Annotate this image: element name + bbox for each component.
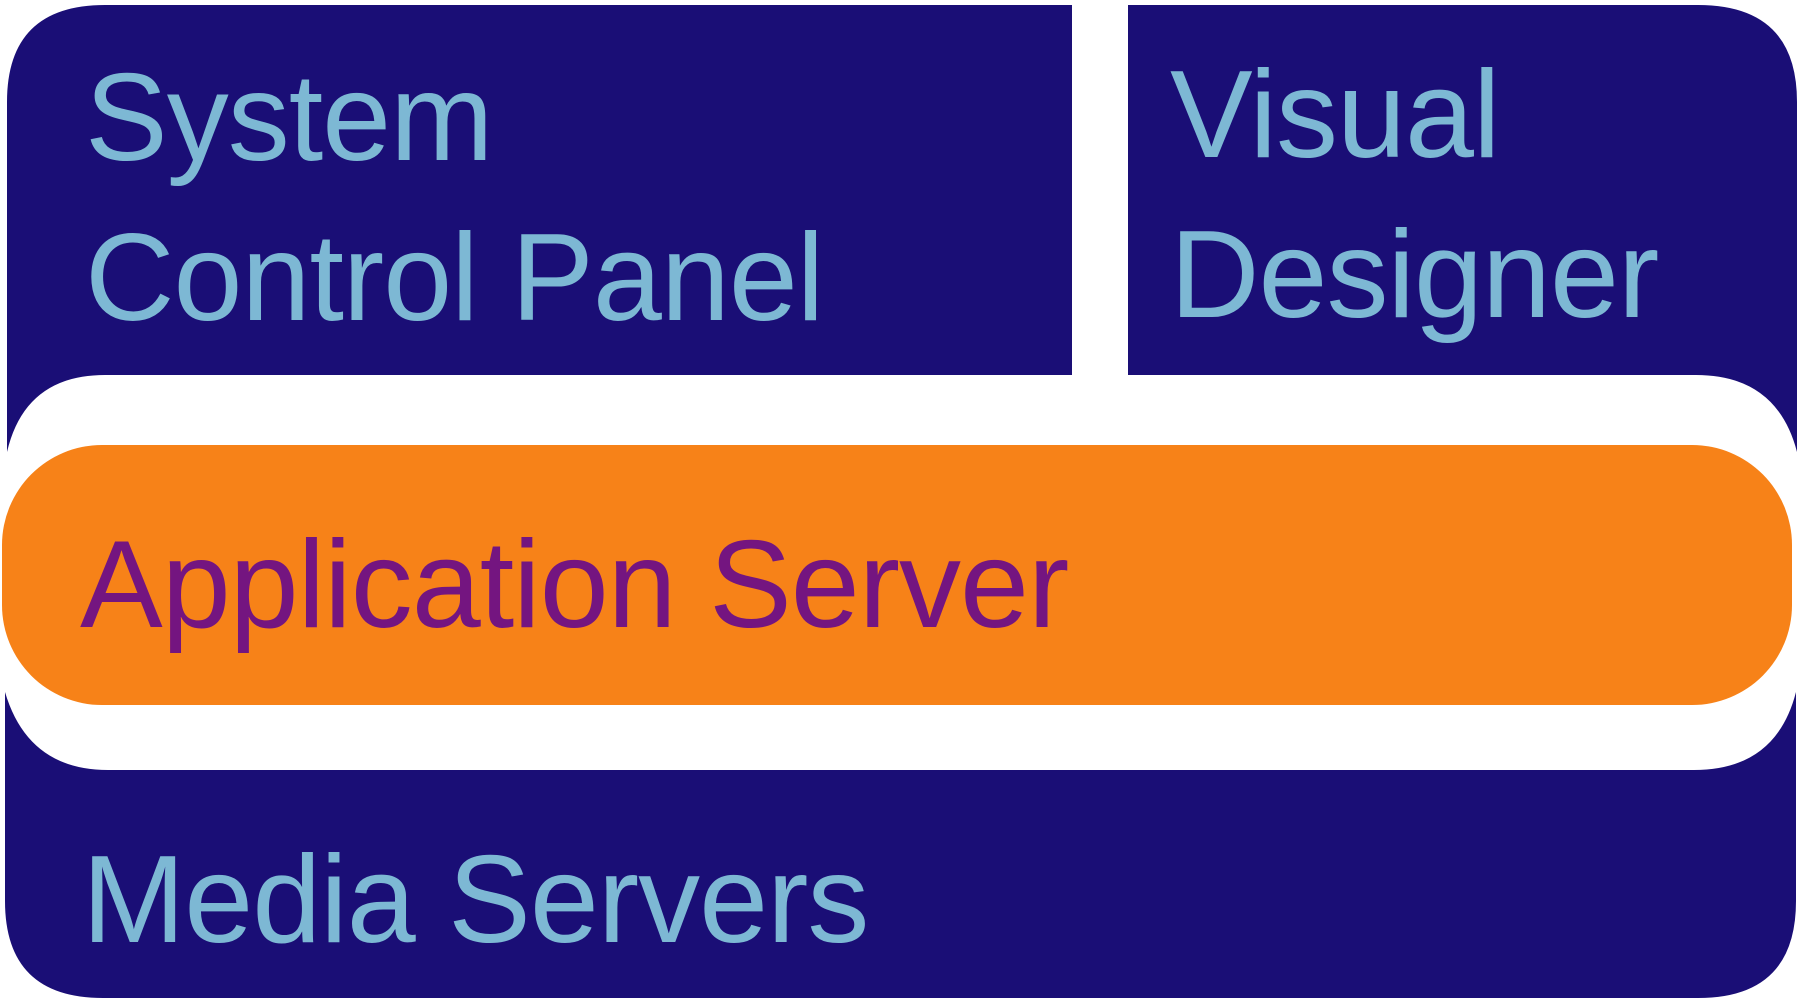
visual-designer-label-line2: Designer bbox=[1170, 206, 1658, 344]
system-control-panel-label-line1: System bbox=[85, 49, 492, 187]
application-server-label: Application Server bbox=[80, 516, 1068, 654]
system-control-panel-block bbox=[7, 5, 1072, 452]
application-server-block bbox=[2, 445, 1792, 705]
visual-designer-label-line1: Visual bbox=[1170, 46, 1500, 184]
media-servers-block bbox=[5, 692, 1796, 998]
visual-designer-block bbox=[1128, 5, 1797, 452]
media-servers-label: Media Servers bbox=[82, 831, 868, 969]
system-control-panel-label-line2: Control Panel bbox=[85, 209, 823, 347]
